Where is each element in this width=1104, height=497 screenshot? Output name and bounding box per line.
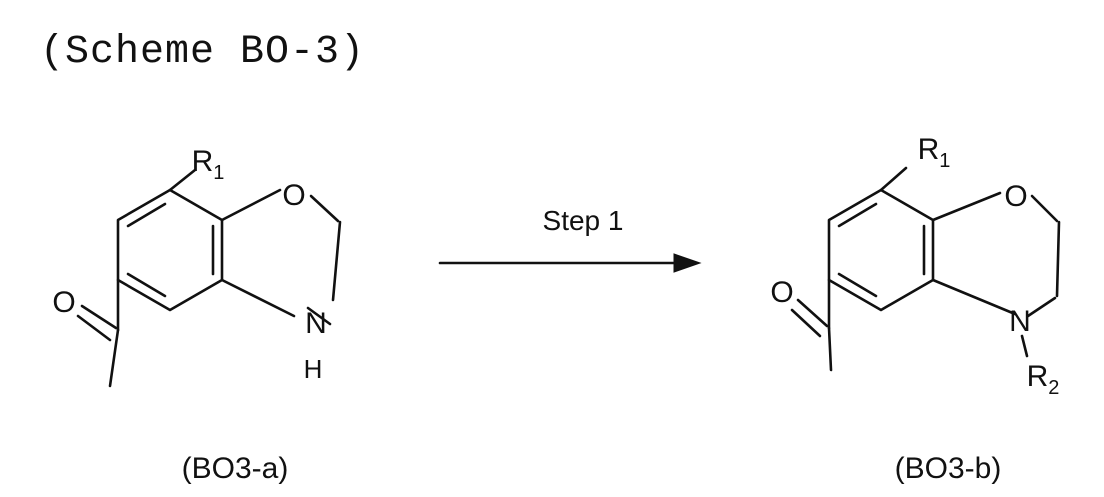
reaction-arrow: Step 1 xyxy=(440,205,700,272)
ring-oxygen-a: O xyxy=(282,179,305,212)
r1-label-b: R1 xyxy=(918,133,951,172)
ring-oxygen-b: O xyxy=(1004,180,1027,213)
step-label: Step 1 xyxy=(543,205,624,236)
compound-label-b: (BO3-b) xyxy=(895,452,1002,485)
compound-bo3-b: R1 O N R2 O (BO3-b) xyxy=(770,133,1059,485)
ketone-oxygen-a: O xyxy=(52,286,75,319)
compound-bo3-a: R1 O N H O (BO3-a) xyxy=(52,145,340,485)
compound-label-a: (BO3-a) xyxy=(182,452,289,485)
r1-label-a: R1 xyxy=(192,145,225,184)
arrow-head xyxy=(674,254,700,272)
ring-nitrogen-a: N xyxy=(305,307,327,340)
ring-nitrogen-b: N xyxy=(1009,305,1031,338)
amine-hydrogen-a: H xyxy=(304,354,323,384)
ketone-oxygen-b: O xyxy=(770,276,793,309)
r2-label-b: R2 xyxy=(1027,360,1060,399)
